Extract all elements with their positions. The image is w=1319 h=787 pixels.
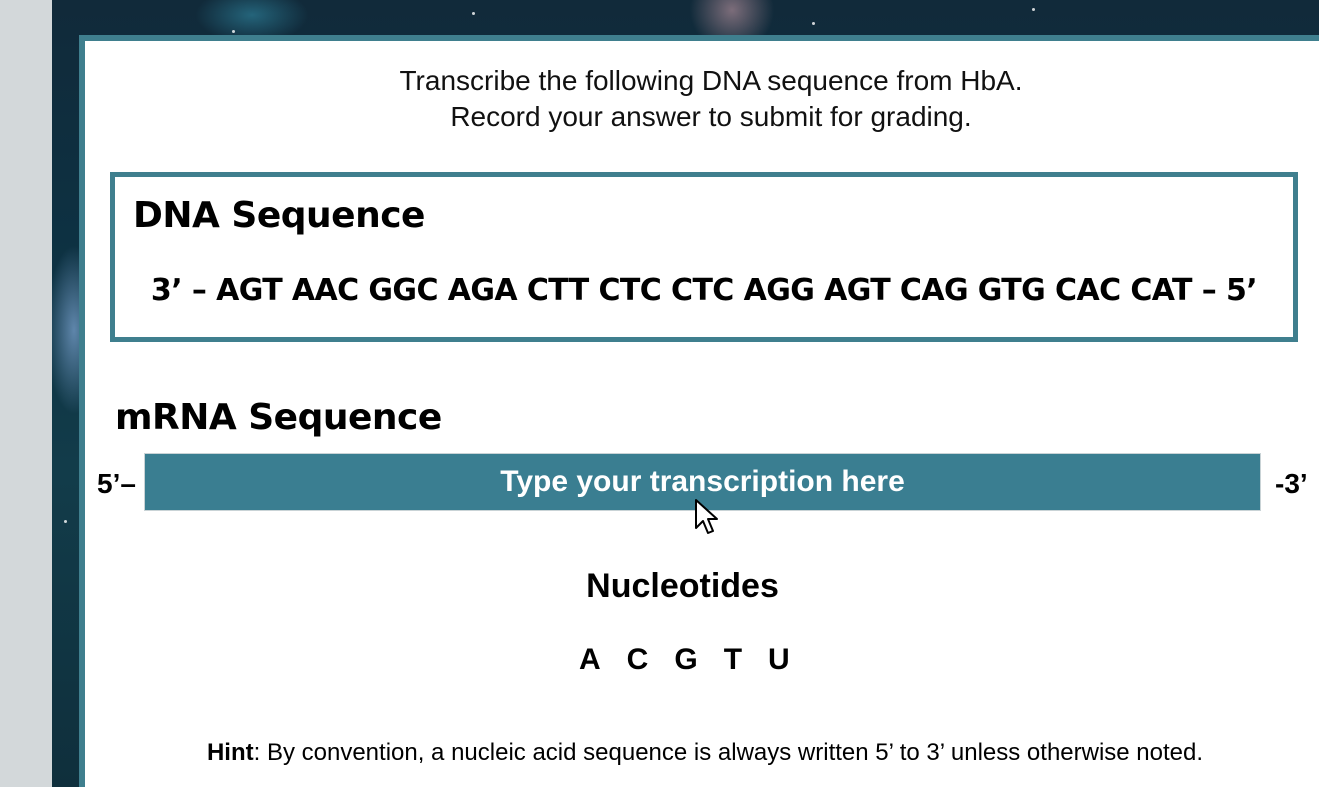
hint-text: Hint: By convention, a nucleic acid sequ… [85,739,1319,767]
mrna-sequence-title: mRNA Sequence [115,397,442,438]
nucleotide-g[interactable]: G [674,643,698,676]
instructions-line-2: Record your answer to submit for grading… [450,101,972,132]
hint-body: : By convention, a nucleic acid sequence… [253,739,1204,766]
instructions-line-1: Transcribe the following DNA sequence fr… [399,65,1023,96]
dna-sequence-text: 3’ – AGT AAC GGC AGA CTT CTC CTC AGG AGT… [150,273,1258,308]
hint-label: Hint [206,739,254,766]
five-prime-label: 5’– [97,468,136,499]
star-decoration [812,22,815,25]
content-panel: Transcribe the following DNA sequence fr… [79,35,1319,787]
nucleotide-u[interactable]: U [768,643,790,676]
star-decoration [64,520,67,523]
instructions: Transcribe the following DNA sequence fr… [85,63,1319,135]
nucleotides-title: Nucleotides [586,567,779,605]
star-decoration [232,30,235,33]
nucleotide-options: A C G T U [575,641,794,679]
star-decoration [1032,8,1035,11]
mouse-pointer-icon [695,499,718,534]
mrna-transcription-input[interactable] [144,453,1261,511]
nucleotide-a[interactable]: A [579,643,601,676]
dna-sequence-box: DNA Sequence 3’ – AGT AAC GGC AGA CTT CT… [110,172,1298,342]
nucleotide-t[interactable]: T [723,643,743,676]
three-prime-label: -3’ [1275,468,1308,499]
star-decoration [472,12,475,15]
nucleotide-c[interactable]: C [626,643,649,676]
dna-sequence-title: DNA Sequence [133,195,425,236]
